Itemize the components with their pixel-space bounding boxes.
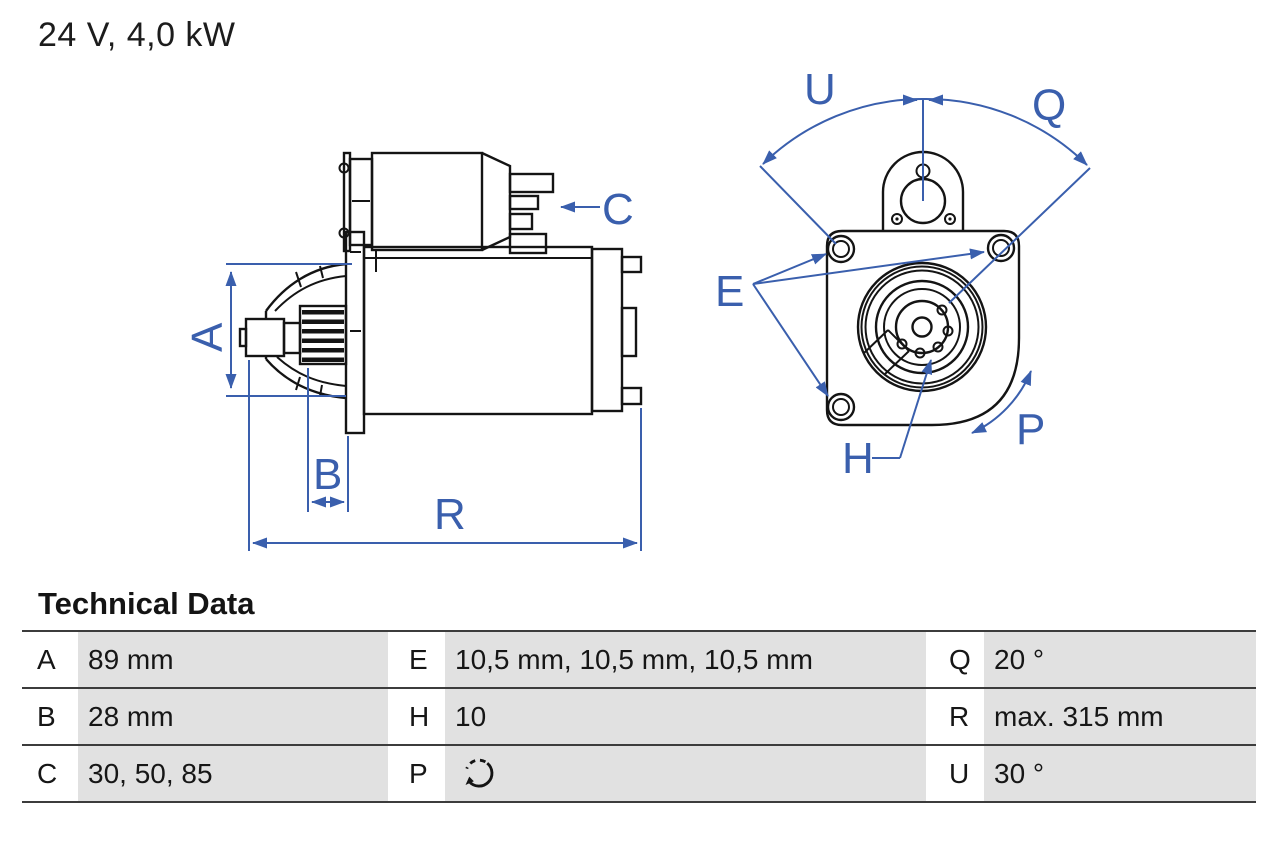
dim-label-h: H [842,434,874,483]
dim-label-p: P [1016,405,1045,454]
dim-label-a: A [183,322,232,352]
dim-label-c: C [602,185,634,234]
param-key-cell: A [22,632,78,687]
param-key-cell: Q [926,632,984,687]
rotation-direction-icon [465,758,494,788]
param-value-cell: 28 mm [78,689,388,744]
param-key-cell: C [22,746,78,801]
table-row: C 30, 50, 85 P U 30 ° [22,744,1256,803]
table-row: A 89 mm E 10,5 mm, 10,5 mm, 10,5 mm Q 20… [22,630,1256,687]
param-key-cell: H [388,689,445,744]
param-value-cell: max. 315 mm [984,689,1256,744]
param-value-cell: 30, 50, 85 [78,746,388,801]
dim-label-q: Q [1032,81,1066,130]
param-key-cell: B [22,689,78,744]
param-value-cell [445,746,926,801]
param-value-cell: 30 ° [984,746,1256,801]
page-title: 24 V, 4,0 kW [38,16,236,54]
param-key-cell: R [926,689,984,744]
table-row: B 28 mm H 10 R max. 315 mm [22,687,1256,744]
side-view-drawing: A B R C [183,151,643,551]
dim-label-r: R [434,490,466,539]
param-key-cell: U [926,746,984,801]
front-view-drawing: U Q E H P [715,65,1091,483]
dim-label-b: B [313,450,342,499]
param-key-cell: E [388,632,445,687]
param-value-cell: 10,5 mm, 10,5 mm, 10,5 mm [445,632,926,687]
technical-drawing: A B R C [183,65,1091,551]
dim-label-u: U [804,65,836,114]
param-key-cell: P [388,746,445,801]
technical-data-table: A 89 mm E 10,5 mm, 10,5 mm, 10,5 mm Q 20… [22,630,1256,803]
param-value-cell: 89 mm [78,632,388,687]
section-title: Technical Data [38,586,255,621]
param-value-cell: 20 ° [984,632,1256,687]
dim-label-e: E [715,267,744,316]
param-value-cell: 10 [445,689,926,744]
